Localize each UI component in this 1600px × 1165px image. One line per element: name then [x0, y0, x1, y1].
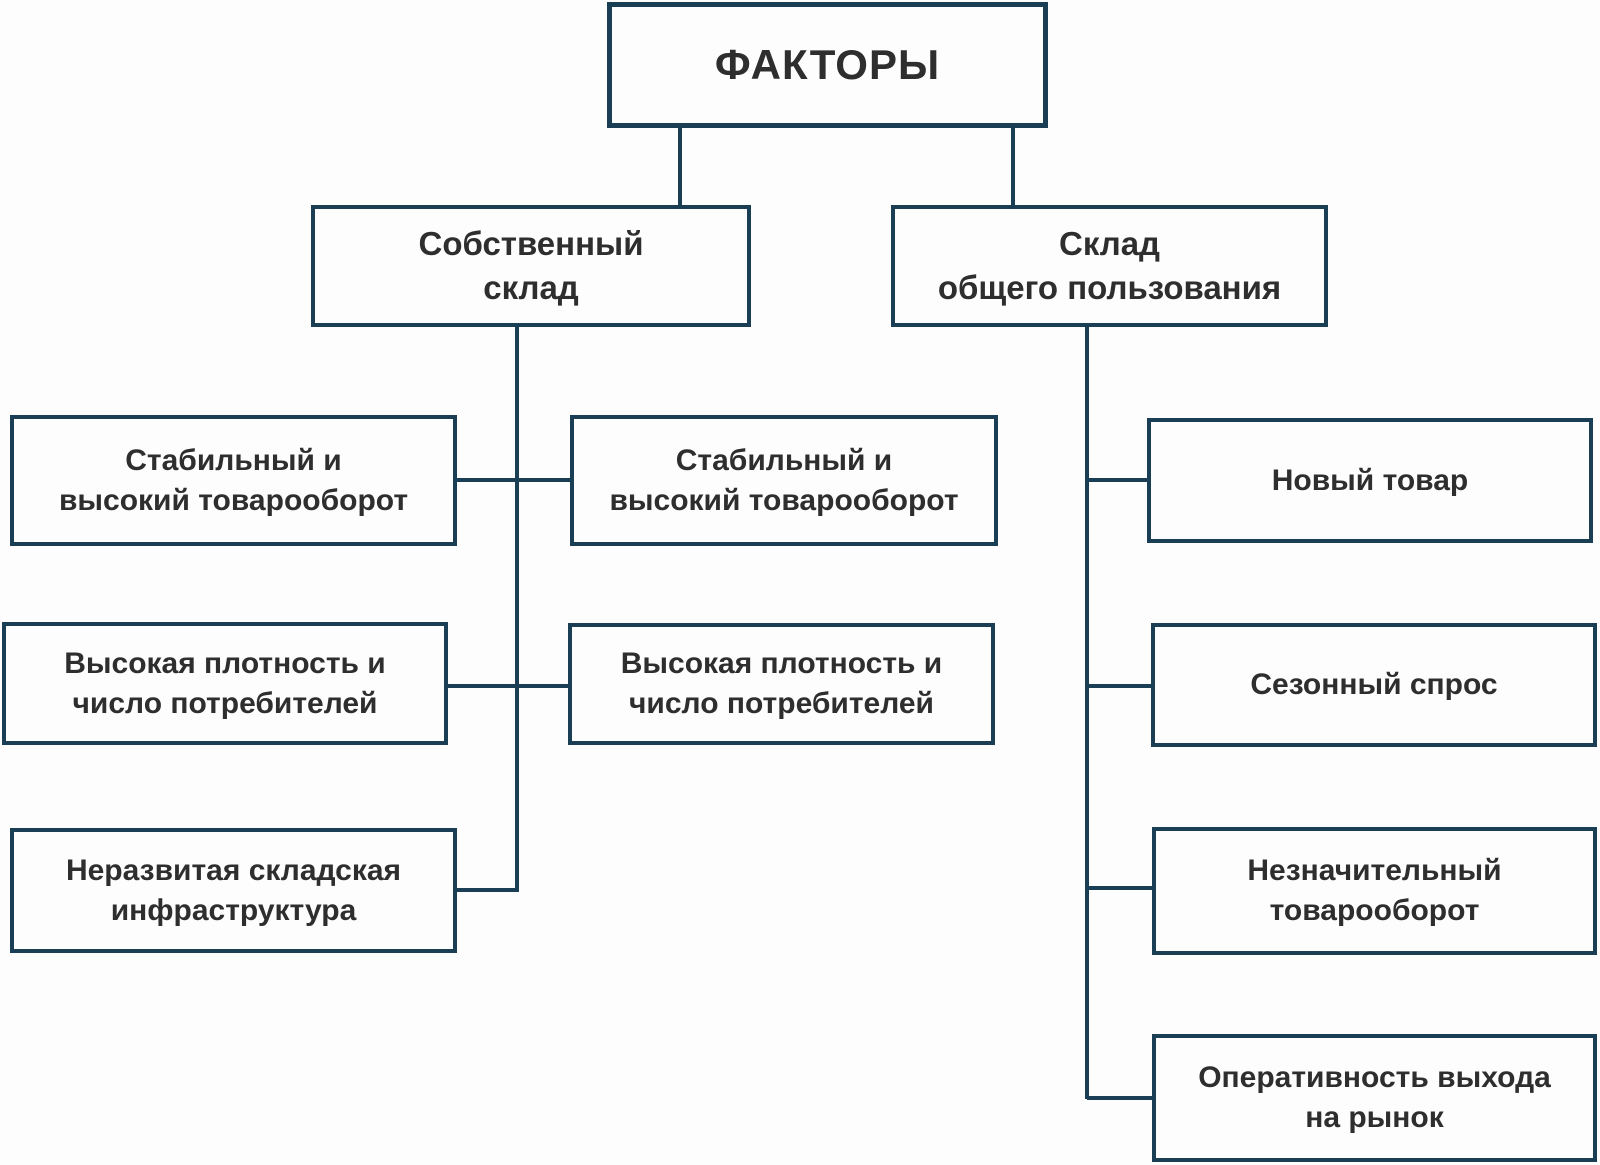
- connector-root-to-own: [678, 126, 682, 207]
- connector-public-trunk: [1085, 325, 1089, 1099]
- node-own-factor-left-density: Высокая плотность и число потребителей: [2, 622, 448, 745]
- connector-own-trunk: [515, 325, 519, 892]
- node-label: Высокая плотность и число потребителей: [64, 646, 386, 720]
- node-label: Незначительный товарооборот: [1247, 854, 1502, 927]
- node-public-factor-new-product: Новый товар: [1147, 418, 1593, 543]
- node-public-warehouse: Склад общего пользования: [891, 205, 1328, 327]
- node-own-factor-right-density: Высокая плотность и число потребителей: [568, 623, 995, 745]
- node-label: Стабильный и высокий товарооборот: [609, 443, 959, 517]
- node-label: Стабильный и высокий товарооборот: [58, 443, 409, 517]
- node-label: Новый товар: [1271, 463, 1469, 497]
- node-factors-root: ФАКТОРЫ: [607, 2, 1048, 128]
- node-label: Оперативность выхода на рынок: [1198, 1061, 1551, 1134]
- connector-root-to-public: [1011, 126, 1015, 207]
- connector-public-row1: [1087, 478, 1149, 482]
- node-public-factor-minor-turnover: Незначительный товарооборот: [1152, 827, 1597, 955]
- node-public-factor-seasonal-demand: Сезонный спрос: [1151, 623, 1597, 747]
- node-label: Собственный склад: [418, 225, 644, 306]
- node-label: Склад общего пользования: [937, 225, 1282, 306]
- connector-public-row3: [1087, 886, 1154, 890]
- node-label: Высокая плотность и число потребителей: [620, 647, 943, 720]
- node-label: Сезонный спрос: [1250, 668, 1498, 702]
- node-own-warehouse: Собственный склад: [311, 205, 751, 327]
- connector-public-row2: [1087, 684, 1153, 688]
- node-label: ФАКТОРЫ: [714, 41, 941, 89]
- connector-own-row1: [455, 478, 572, 482]
- node-public-factor-market-entry-speed: Оперативность выхода на рынок: [1152, 1034, 1597, 1162]
- node-own-factor-right-turnover: Стабильный и высокий товарооборот: [570, 415, 998, 546]
- node-own-factor-left-infrastructure: Неразвитая складская инфраструктура: [10, 828, 457, 953]
- connector-public-row4: [1087, 1096, 1154, 1100]
- node-own-factor-left-turnover: Стабильный и высокий товарооборот: [10, 415, 457, 546]
- node-label: Неразвитая складская инфраструктура: [65, 853, 402, 927]
- connector-own-row3: [455, 888, 519, 892]
- connector-own-row2: [446, 684, 572, 688]
